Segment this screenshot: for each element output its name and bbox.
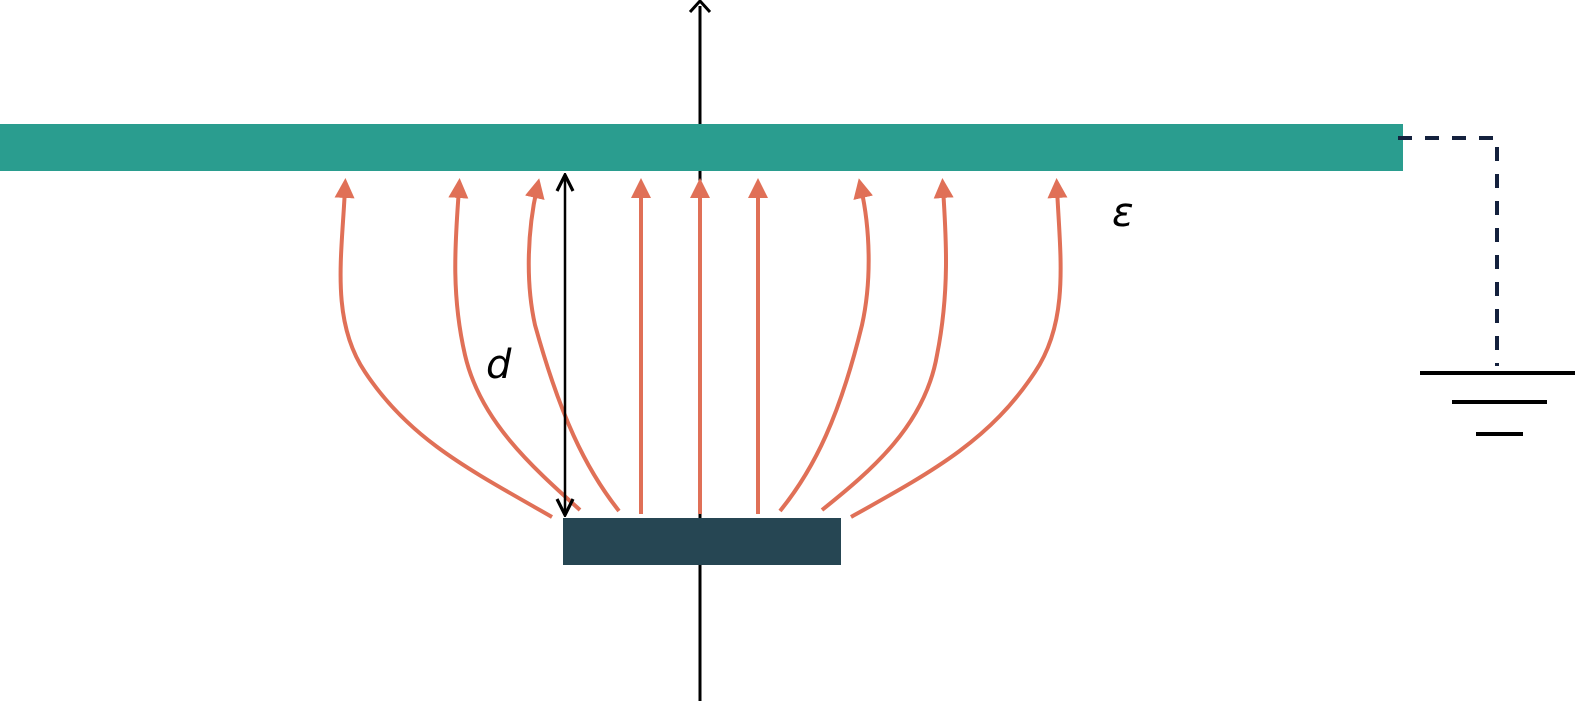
field-lines: [334, 178, 1068, 519]
ground-icon: [1420, 371, 1575, 436]
top-plate: [0, 124, 1403, 171]
field-line-2: [448, 178, 582, 512]
field-line-7: [778, 178, 873, 513]
distance-label: d: [486, 342, 512, 388]
ground-connection: [1398, 136, 1499, 366]
field-line-8: [820, 178, 954, 512]
axis-arrowhead: [688, 0, 712, 14]
field-line-9: [850, 178, 1068, 519]
permittivity-label: ε: [1112, 190, 1134, 236]
field-line-1: [334, 178, 553, 519]
bottom-electrode: [563, 518, 841, 565]
field-line-3: [525, 178, 621, 513]
